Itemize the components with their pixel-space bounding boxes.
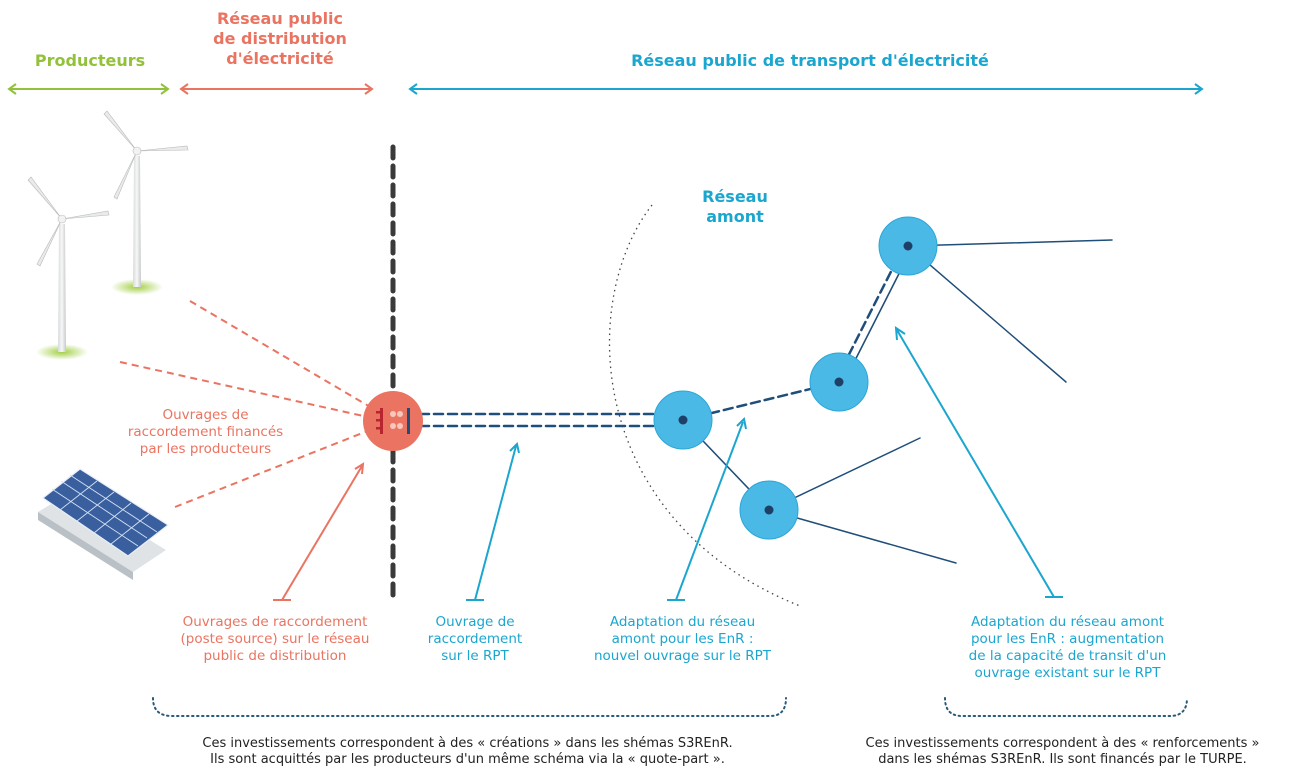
pointer-adaptation-nouvel <box>667 416 747 601</box>
header-transport: Réseau public de transport d'électricité <box>631 51 989 70</box>
annotation-raccordement-producteurs: Ouvrages de raccordement financés par le… <box>127 407 284 457</box>
producteurs-arrow <box>7 83 170 95</box>
wind-turbine-icon <box>27 176 110 360</box>
label-reseau-amont: Réseau amont <box>702 187 768 226</box>
pointer-ouvrage-rpt <box>466 442 520 601</box>
network-node <box>809 352 869 412</box>
brace-creations <box>152 697 787 717</box>
substation-icon <box>363 391 423 451</box>
producteurs-connection-lines <box>119 300 373 508</box>
header-producteurs: Producteurs <box>34 51 146 70</box>
annotation-poste-source: Ouvrages de raccordement (poste source) … <box>180 614 370 664</box>
wind-turbine-icon <box>103 110 189 295</box>
annotation-adaptation-existant: Adaptation du réseau amont pour les EnR … <box>968 614 1167 681</box>
solar-panel-icon <box>38 468 170 580</box>
distribution-arrow <box>179 83 374 95</box>
network-node <box>653 390 713 450</box>
annotation-adaptation-nouvel: Adaptation du réseau amont pour les EnR … <box>593 614 772 664</box>
footnote-creations: Ces investissements correspondent à des … <box>202 736 733 767</box>
header-distribution: Réseau public de distribution d'électric… <box>213 9 347 68</box>
pointer-adaptation-existant <box>894 326 1063 598</box>
pointer-poste-source <box>273 462 365 601</box>
brace-renforcements <box>944 697 1188 717</box>
network-node <box>739 480 799 540</box>
network-node <box>878 216 938 276</box>
annotation-ouvrage-rpt: Ouvrage de raccordement sur le RPT <box>427 614 523 664</box>
transport-arrow <box>408 83 1204 95</box>
footnote-renforcements: Ces investissements correspondent à des … <box>865 736 1260 767</box>
